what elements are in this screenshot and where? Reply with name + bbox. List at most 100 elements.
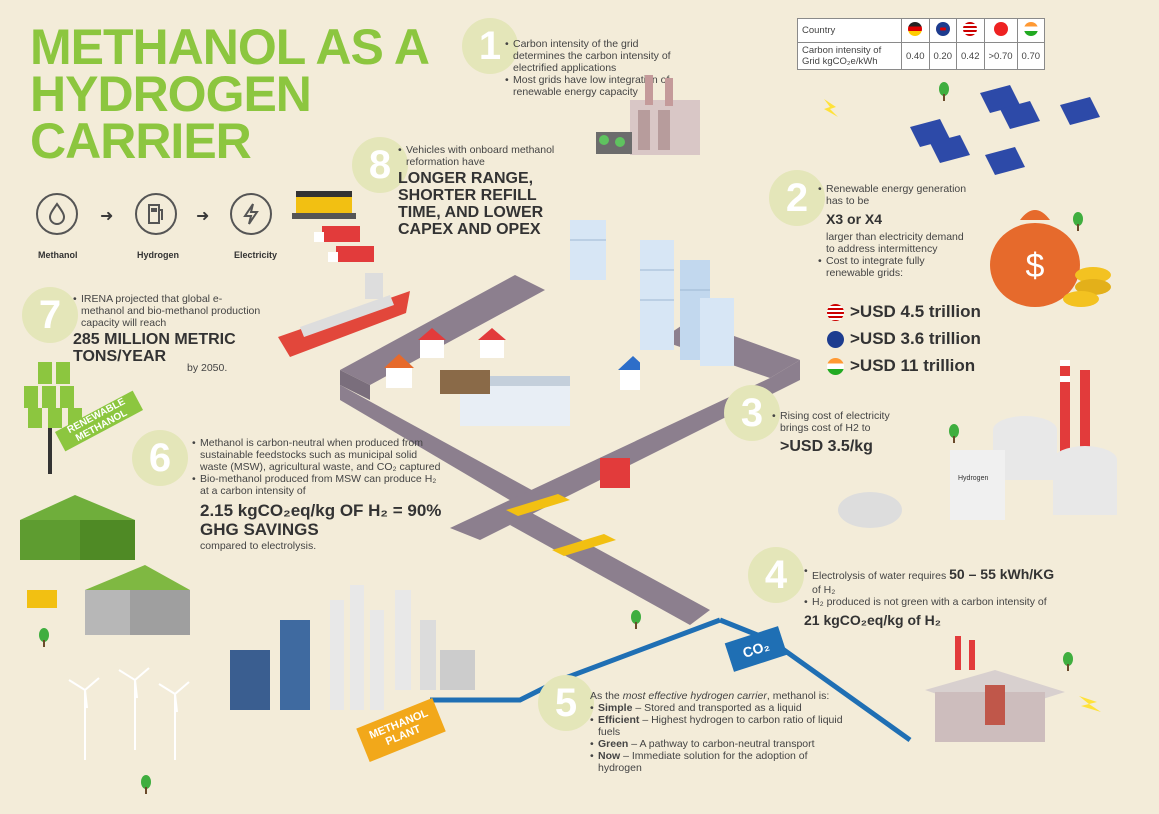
section-number-2: 2	[769, 170, 825, 226]
section-8-text: Vehicles with onboard methanol reformati…	[398, 144, 578, 238]
section-2-line2: larger than electricity demand to addres…	[826, 231, 964, 255]
point-key: Now	[598, 750, 621, 762]
section-4-line1: Electrolysis of water requires	[812, 570, 947, 582]
flag-germany-icon	[901, 18, 930, 43]
tree-icon	[1073, 212, 1083, 231]
flag-usa-icon	[827, 303, 844, 321]
cost-value: >USD 4.5 trillion	[850, 302, 981, 321]
section-5-intro2: , methanol is:	[766, 690, 830, 702]
section-4-highlight2: 21 kgCO₂eq/kg of H₂	[804, 612, 941, 628]
table-cell: >0.70	[983, 42, 1018, 70]
cost-row-india: >USD 11 trillion	[827, 356, 975, 376]
point-key: Simple	[598, 702, 633, 714]
list-item: Rising cost of electricity brings cost o…	[772, 410, 912, 434]
table-cell: 0.70	[1016, 42, 1046, 70]
flag-india-icon	[827, 357, 844, 375]
lightning-bolt-icon	[1079, 696, 1101, 712]
section-6-tail: compared to electrolysis.	[200, 540, 317, 552]
tree-icon	[949, 424, 959, 443]
table-cell: 0.20	[928, 42, 957, 70]
section-number-6: 6	[132, 430, 188, 486]
electricity-bolt-icon	[230, 193, 272, 235]
point-value: – A pathway to carbon-neutral transport	[631, 738, 815, 750]
skyscrapers-illustration	[570, 220, 734, 366]
section-6-highlight: 2.15 kgCO₂eq/kg OF H₂ = 90% GHG SAVINGS	[200, 501, 442, 539]
methanol-drop-icon	[36, 193, 78, 235]
list-item: Cost to integrate fully renewable grids:	[818, 255, 968, 279]
hydrogen-tank-label: Hydrogen	[958, 475, 988, 482]
table-cell: 0.40	[901, 42, 930, 70]
section-2-multiplier: X3 or X4	[826, 211, 883, 227]
list-item: Electrolysis of water requires 50 – 55 k…	[804, 565, 1104, 596]
tree-icon	[141, 775, 151, 794]
list-item: IRENA projected that global e-methanol a…	[73, 293, 263, 329]
section-number-5: 5	[538, 675, 594, 731]
section-3-text: Rising cost of electricity brings cost o…	[772, 410, 912, 456]
section-2-text: Renewable energy generation has to be X3…	[818, 183, 968, 279]
flag-india-icon	[1016, 18, 1046, 43]
flag-eu-icon	[827, 330, 844, 348]
tree-icon	[631, 610, 641, 629]
section-8-highlight: LONGER RANGE, SHORTER REFILL TIME, AND L…	[398, 170, 544, 238]
houses-illustration	[384, 328, 640, 426]
table-row-label: Carbon intensity of Grid kgCO₂e/kWh	[797, 42, 902, 70]
arrow-right-icon: ➜	[196, 208, 210, 225]
cost-row-usa: >USD 4.5 trillion	[827, 302, 981, 322]
list-item: Bio-methanol produced from MSW can produ…	[192, 473, 447, 497]
page-title: METHANOL AS A HYDROGEN CARRIER	[30, 19, 428, 169]
section-number-3: 3	[724, 385, 780, 441]
flag-usa-icon	[956, 18, 985, 43]
cost-row-eu: >USD 3.6 trillion	[827, 329, 981, 349]
cargo-ship-illustration	[278, 273, 410, 357]
recycling-factory-illustration	[20, 495, 190, 635]
section-4-highlight1: 50 – 55 kWh/KG	[949, 566, 1055, 582]
table-cell: 0.42	[956, 42, 985, 70]
section-7-text: IRENA projected that global e-methanol a…	[73, 293, 263, 374]
list-item: Simple – Stored and transported as a liq…	[590, 702, 850, 714]
list-item: Green – A pathway to carbon-neutral tran…	[590, 738, 850, 750]
hydrogen-fuel-pump-icon	[135, 193, 177, 235]
cost-value: >USD 3.6 trillion	[850, 329, 981, 348]
trucks-illustration	[314, 226, 374, 262]
power-plant-illustration	[596, 75, 700, 155]
methanol-plant-refinery-illustration	[230, 585, 475, 710]
section-5-intro-em: most effective hydrogen carrier	[622, 690, 767, 702]
tree-icon	[939, 82, 949, 101]
flow-hydrogen-label: Hydrogen	[137, 250, 180, 260]
list-item: Vehicles with onboard methanol reformati…	[398, 144, 578, 168]
section-1-text: Carbon intensity of the grid determines …	[505, 38, 685, 98]
industrial-plant-illustration	[925, 636, 1065, 742]
wind-turbines-illustration	[68, 667, 190, 760]
list-item: Now – Immediate solution for the adoptio…	[590, 750, 850, 774]
point-key: Efficient	[598, 714, 640, 726]
section-number-7: 7	[22, 287, 78, 343]
section-5-intro1: As the	[590, 690, 620, 702]
svg-text:$: $	[1026, 247, 1045, 285]
table-header-country: Country	[797, 18, 902, 43]
cost-value: >USD 11 trillion	[850, 356, 976, 375]
flag-uk-icon	[928, 18, 957, 43]
tree-icon	[39, 628, 49, 647]
sign-post	[48, 428, 52, 474]
money-bag-icon: $	[990, 210, 1111, 307]
section-5-text: As the most effective hydrogen carrier, …	[590, 690, 850, 774]
arrow-right-icon: ➜	[100, 208, 114, 225]
hydrogen-plant-illustration: Hydrogen	[838, 360, 1117, 528]
train-illustration	[292, 191, 356, 219]
grid-carbon-intensity-table: Country Carbon intensity of Grid kgCO₂e/…	[797, 18, 1046, 70]
gas-stations-illustration	[506, 458, 630, 556]
point-value: – Stored and transported as a liquid	[635, 702, 802, 714]
list-item: Efficient – Highest hydrogen to carbon r…	[590, 714, 850, 738]
point-value: – Immediate solution for the adoption of…	[598, 750, 808, 774]
section-7-highlight: 285 MILLION METRIC TONS/YEAR	[73, 331, 236, 365]
city-roads-illustration	[340, 275, 800, 625]
section-number-4: 4	[748, 547, 804, 603]
flag-china-icon	[983, 18, 1018, 43]
section-4-line1b: of H₂	[812, 584, 836, 596]
point-key: Green	[598, 738, 629, 750]
section-7-tail: by 2050.	[187, 362, 228, 374]
lightning-bolt-icon	[824, 99, 838, 117]
section-6-text: Methanol is carbon-neutral when produced…	[192, 437, 447, 552]
flow-methanol-label: Methanol	[38, 250, 78, 260]
point-value: – Highest hydrogen to carbon ratio of li…	[598, 714, 843, 738]
